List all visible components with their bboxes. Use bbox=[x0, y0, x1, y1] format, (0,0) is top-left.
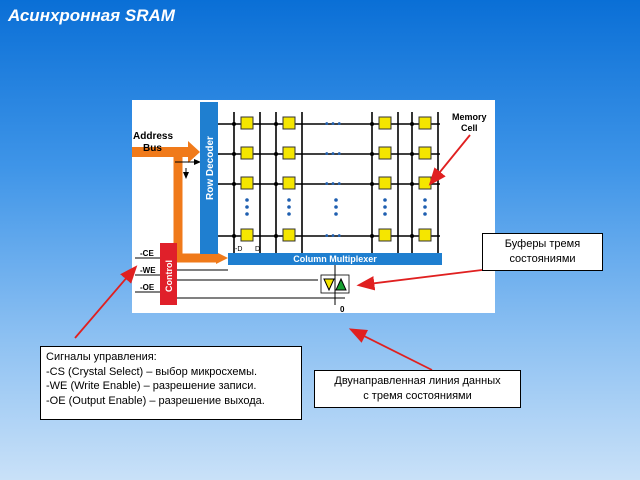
ellipsis-horizontal: • • • • • • • • • • • • bbox=[325, 119, 342, 242]
diagram-panel bbox=[132, 100, 495, 313]
column-multiplexer-label: Column Multiplexer bbox=[293, 254, 377, 264]
signal-oe: -OE bbox=[140, 283, 155, 292]
column-multiplexer-block bbox=[228, 253, 442, 265]
control-signals-callout: Сигналы управления: -CS (Crystal Select)… bbox=[40, 346, 302, 420]
buffers-callout-line: Буферы тремя bbox=[504, 238, 581, 250]
data-line-callout-line: с тремя состояниями bbox=[363, 390, 472, 402]
svg-text:• • •: • • • bbox=[325, 119, 342, 130]
ellipsis-vertical bbox=[245, 198, 427, 216]
row-decoder-label: Row Decoder bbox=[205, 136, 216, 200]
control-callout-line: -CS (Crystal Select) – выбор микросхемы. bbox=[46, 365, 258, 378]
row-decoder-block bbox=[200, 102, 218, 254]
dataline-callout-arrow bbox=[348, 328, 433, 371]
control-block bbox=[160, 243, 177, 305]
control-label: Control bbox=[164, 260, 174, 292]
address-bus-branch bbox=[173, 157, 216, 263]
buffers-callout: Буферы тремя состояниями bbox=[482, 233, 603, 271]
word-lines bbox=[218, 123, 440, 237]
junction-dots bbox=[232, 122, 414, 238]
bitline-d-label: D bbox=[255, 246, 260, 253]
buffers-callout-arrow bbox=[356, 269, 483, 291]
svg-text:• • •: • • • bbox=[325, 179, 342, 190]
signal-we: -WE bbox=[140, 266, 156, 275]
data-pin-label: 0 bbox=[340, 305, 345, 314]
control-callout-arrow bbox=[74, 265, 138, 339]
tristate-buffers bbox=[320, 265, 350, 305]
slide-title: Асинхронная SRAM bbox=[8, 6, 175, 25]
buffers-callout-line: состояниями bbox=[509, 253, 576, 265]
control-callout-line: -WE (Write Enable) – разрешение записи. bbox=[46, 380, 257, 392]
svg-text:• • •: • • • bbox=[325, 231, 342, 242]
data-line-callout: Двунаправленная линия данных с тремя сос… bbox=[314, 370, 521, 408]
memory-cell-arrow bbox=[428, 134, 471, 186]
svg-text:• • •: • • • bbox=[325, 149, 342, 160]
svg-text:Bus: Bus bbox=[143, 143, 162, 154]
memory-cell-label: Memory bbox=[452, 112, 487, 122]
svg-text:Cell: Cell bbox=[461, 123, 478, 133]
bitline-d-bar-label: -D bbox=[235, 246, 242, 253]
control-callout-line: Сигналы управления: bbox=[46, 351, 157, 363]
control-callout-line: -OE (Output Enable) – разрешение выхода. bbox=[46, 394, 265, 407]
address-bus-label: Address bbox=[133, 131, 173, 142]
address-bus-arrow bbox=[132, 141, 200, 163]
signal-ce: -CE bbox=[140, 249, 154, 258]
data-line-callout-line: Двунаправленная линия данных bbox=[334, 375, 501, 387]
memory-cells bbox=[240, 116, 432, 242]
